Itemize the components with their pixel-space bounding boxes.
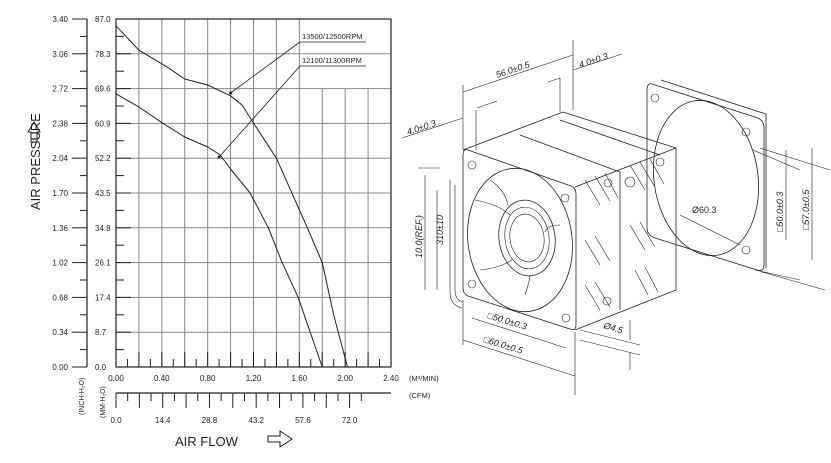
inch-tick-label: 2.38 bbox=[52, 119, 68, 128]
cfm-tick-label: 28.8 bbox=[202, 416, 218, 425]
x-tick-label: 2.00 bbox=[337, 374, 353, 383]
x-tick-label: 1.20 bbox=[246, 374, 262, 383]
mm-tick-label: 52.2 bbox=[95, 154, 111, 163]
dim-flange-left: 4.0±0.3 bbox=[406, 118, 438, 137]
x-axis-title: AIR FLOW bbox=[175, 434, 239, 449]
series-leader-arrowhead bbox=[217, 155, 221, 159]
series-label: 12100/11300RPM bbox=[302, 56, 362, 65]
mm-tick-label: 69.6 bbox=[95, 85, 111, 94]
dim-lead-length: 310±10 bbox=[435, 215, 445, 245]
cfm-tick-label: 72.0 bbox=[342, 416, 358, 425]
cfm-tick-label: 43.2 bbox=[248, 416, 264, 425]
mm-tick-label: 43.5 bbox=[95, 189, 111, 198]
series-leader-line bbox=[218, 65, 301, 158]
dim-hole-dia: Ø4.5 bbox=[601, 320, 624, 336]
fan-body bbox=[462, 111, 677, 331]
mm-tick-label: 17.4 bbox=[95, 293, 111, 302]
inch-tick-label: 1.36 bbox=[52, 224, 68, 233]
front-fan-face bbox=[449, 149, 577, 330]
dimension-lines bbox=[401, 40, 831, 395]
inch-tick-label: 3.06 bbox=[52, 50, 68, 59]
y2-units-label: (MM-H₂O) bbox=[100, 386, 107, 418]
cfm-tick-label: 0.0 bbox=[110, 416, 122, 425]
series-leader-line bbox=[230, 41, 301, 94]
inch-tick-label: 2.72 bbox=[52, 85, 68, 94]
inch-tick-label: 0.34 bbox=[52, 328, 68, 337]
x-tick-label: 0.00 bbox=[108, 374, 124, 383]
mm-tick-label: 8.7 bbox=[95, 328, 107, 337]
x-tick-label: 1.60 bbox=[292, 374, 308, 383]
y-axis-title: AIR PRESSURE bbox=[28, 113, 43, 210]
series-curve-2 bbox=[115, 93, 323, 368]
mm-tick-label: 26.1 bbox=[95, 259, 111, 268]
x-tick-label: 0.80 bbox=[200, 374, 216, 383]
x2-units-label: (CFM) bbox=[409, 391, 431, 400]
dimension-labels: 56.0±0.5 4.0±0.3 4.0±0.3 10.0(REF.) 310±… bbox=[406, 51, 811, 356]
mm-tick-label: 34.8 bbox=[95, 224, 111, 233]
inch-tick-label: 3.40 bbox=[52, 15, 68, 24]
inch-tick-label: 0.68 bbox=[52, 293, 68, 302]
rear-fan-plate bbox=[646, 79, 767, 271]
dim-flange-right: 4.0±0.3 bbox=[578, 51, 610, 70]
dim-lead-ref: 10.0(REF.) bbox=[414, 215, 424, 258]
cfm-tick-label: 57.6 bbox=[295, 416, 311, 425]
dim-frame-v: □57.0±0.5 bbox=[801, 189, 811, 230]
x-units-label: (M³/MIN) bbox=[409, 374, 439, 383]
inch-tick-label: 2.04 bbox=[52, 154, 68, 163]
right-arrow-icon bbox=[267, 430, 293, 448]
mm-tick-label: 0.0 bbox=[95, 363, 107, 372]
series-curve-1 bbox=[115, 25, 348, 368]
dim-hole-pitch-v: □50.0±0.3 bbox=[775, 192, 785, 232]
up-arrow-icon bbox=[27, 121, 41, 143]
dim-bore: Ø60.3 bbox=[692, 205, 717, 215]
inch-tick-label: 1.70 bbox=[52, 189, 68, 198]
mm-tick-label: 60.9 bbox=[95, 119, 111, 128]
x-tick-label: 2.40 bbox=[383, 374, 399, 383]
x-tick-label: 0.40 bbox=[154, 374, 170, 383]
mm-tick-label: 87.0 bbox=[95, 15, 111, 24]
y-units-label: (INCH-H₂O) bbox=[79, 378, 86, 415]
series-label: 13500/12500RPM bbox=[302, 32, 362, 41]
series-leader-arrowhead bbox=[229, 91, 233, 95]
inch-tick-label: 0.00 bbox=[52, 363, 68, 372]
mm-tick-label: 78.3 bbox=[95, 50, 111, 59]
inch-tick-label: 1.02 bbox=[52, 259, 68, 268]
cfm-tick-label: 14.4 bbox=[155, 416, 171, 425]
dim-depth: 56.0±0.5 bbox=[495, 59, 532, 80]
